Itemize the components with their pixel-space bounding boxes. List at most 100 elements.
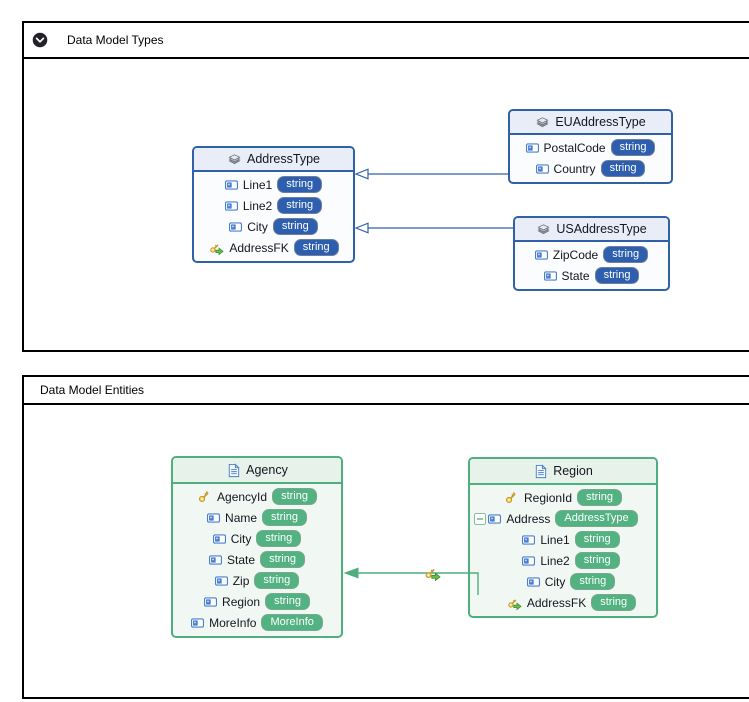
field-name: RegionId [524,490,573,505]
type-badge: string [600,160,646,177]
field-name: AgencyId [217,489,268,504]
type-badge: MoreInfo [261,614,323,631]
panel-header[interactable]: Data Model Types [24,23,749,59]
foreign-key-icon [208,240,224,256]
connector-region-to-agency[interactable] [343,566,479,595]
field-row[interactable]: State string [173,549,341,570]
chevron-down-circle-icon[interactable] [32,32,48,48]
field-name: Region [222,594,261,609]
type-badge: string [254,572,300,589]
type-badge: string [574,531,620,548]
field-row[interactable]: City string [194,216,353,237]
field-name: ZipCode [552,247,599,262]
column-icon [213,534,226,544]
entity-header[interactable]: USAddressType [515,218,668,242]
collapse-toggle[interactable] [474,513,486,525]
document-icon [533,464,548,479]
field-name: Line2 [540,553,570,568]
type-badge: string [260,551,305,568]
column-icon [536,164,549,174]
field-name: Country [553,161,596,176]
type-badge: string [272,218,318,235]
field-row[interactable]: Line1 string [194,174,353,195]
type-badge: string [570,573,616,590]
stack-icon [227,152,242,167]
type-badge: string [293,239,339,256]
field-row[interactable]: Zip string [173,570,341,591]
field-name: MoreInfo [209,615,257,630]
field-name: PostalCode [543,140,606,155]
field-name: Zip [232,573,250,588]
panel-title: Data Model Types [67,33,164,47]
field-name: City [247,219,268,234]
field-name: Line1 [242,177,273,192]
field-row[interactable]: MoreInfo MoreInfo [173,612,341,633]
type-badge: string [577,489,622,506]
entity-title: Region [553,464,593,478]
field-name: AddressFK [526,595,587,610]
connector-euaddresstype-to-addresstype[interactable] [354,168,508,180]
field-name: AddressFK [229,240,289,255]
field-row[interactable]: ZipCode string [515,244,668,265]
type-badge: string [574,552,620,569]
entity-title: Agency [246,463,288,477]
entity-title: USAddressType [556,222,647,236]
entity-header[interactable]: Agency [173,458,341,484]
key-icon [504,490,519,505]
type-badge: AddressType [555,510,638,527]
column-icon [204,597,217,607]
type-badge: string [262,509,307,526]
column-icon [544,271,557,281]
connector-usaddresstype-to-addresstype[interactable] [354,222,513,234]
stack-icon [536,222,551,237]
column-icon [209,555,222,565]
field-row[interactable]: Line2 string [470,550,656,571]
type-badge: string [594,267,640,284]
field-row[interactable]: AddressFK string [194,237,353,258]
type-badge: string [603,246,649,263]
entity-header[interactable]: Region [470,459,656,485]
panel-header[interactable]: Data Model Entities [24,377,749,405]
field-name: State [227,552,256,567]
field-row[interactable]: RegionId string [470,487,656,508]
panel-data-model-types: Data Model Types [22,21,749,352]
document-icon [226,463,241,478]
entity-title: EUAddressType [555,115,646,129]
field-row[interactable]: Country string [510,158,671,179]
field-row[interactable]: Line1 string [470,529,656,550]
column-icon [488,514,501,524]
field-name: City [544,574,566,589]
entity-header[interactable]: EUAddressType [510,111,671,135]
key-icon [197,489,212,504]
panel-title: Data Model Entities [40,383,145,397]
column-icon [522,535,535,545]
entity-header[interactable]: AddressType [194,148,353,172]
type-badge: string [277,176,323,193]
field-name: Line1 [540,532,570,547]
column-icon [535,250,548,260]
column-icon [526,143,539,153]
field-row[interactable]: City string [470,571,656,592]
column-icon [191,618,204,628]
